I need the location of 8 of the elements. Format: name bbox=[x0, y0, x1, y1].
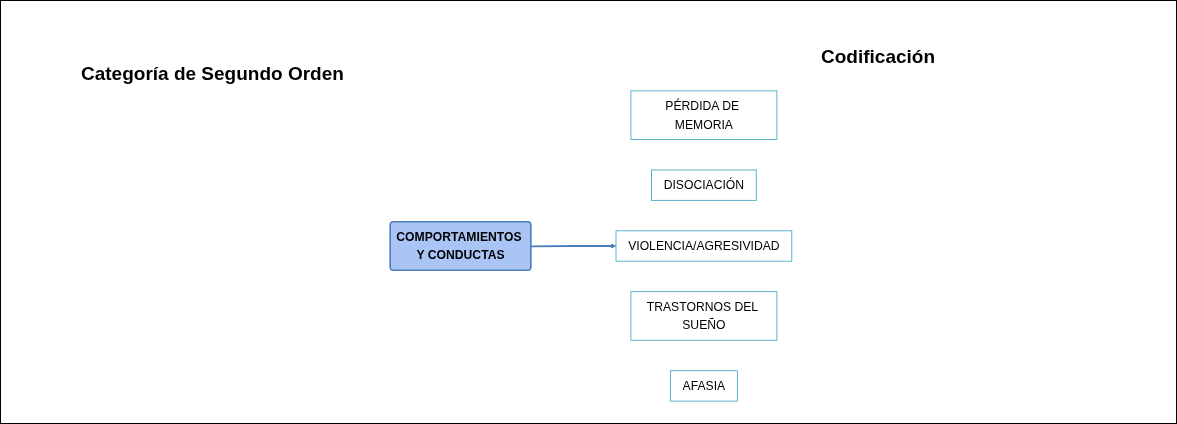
heading-text: Codificación bbox=[821, 46, 935, 68]
node-box: DISOCIACIÓN bbox=[651, 169, 757, 201]
arrow bbox=[530, 243, 617, 249]
heading-text: Categoría de Segundo Orden bbox=[81, 63, 344, 85]
node-box: TRASTORNOS DEL SUEÑO bbox=[630, 291, 778, 341]
node-box: PÉRDIDA DE MEMORIA bbox=[630, 90, 778, 140]
node-box: AFASIA bbox=[669, 370, 738, 402]
node-box: VIOLENCIA/AGRESIVIDAD bbox=[615, 230, 793, 262]
